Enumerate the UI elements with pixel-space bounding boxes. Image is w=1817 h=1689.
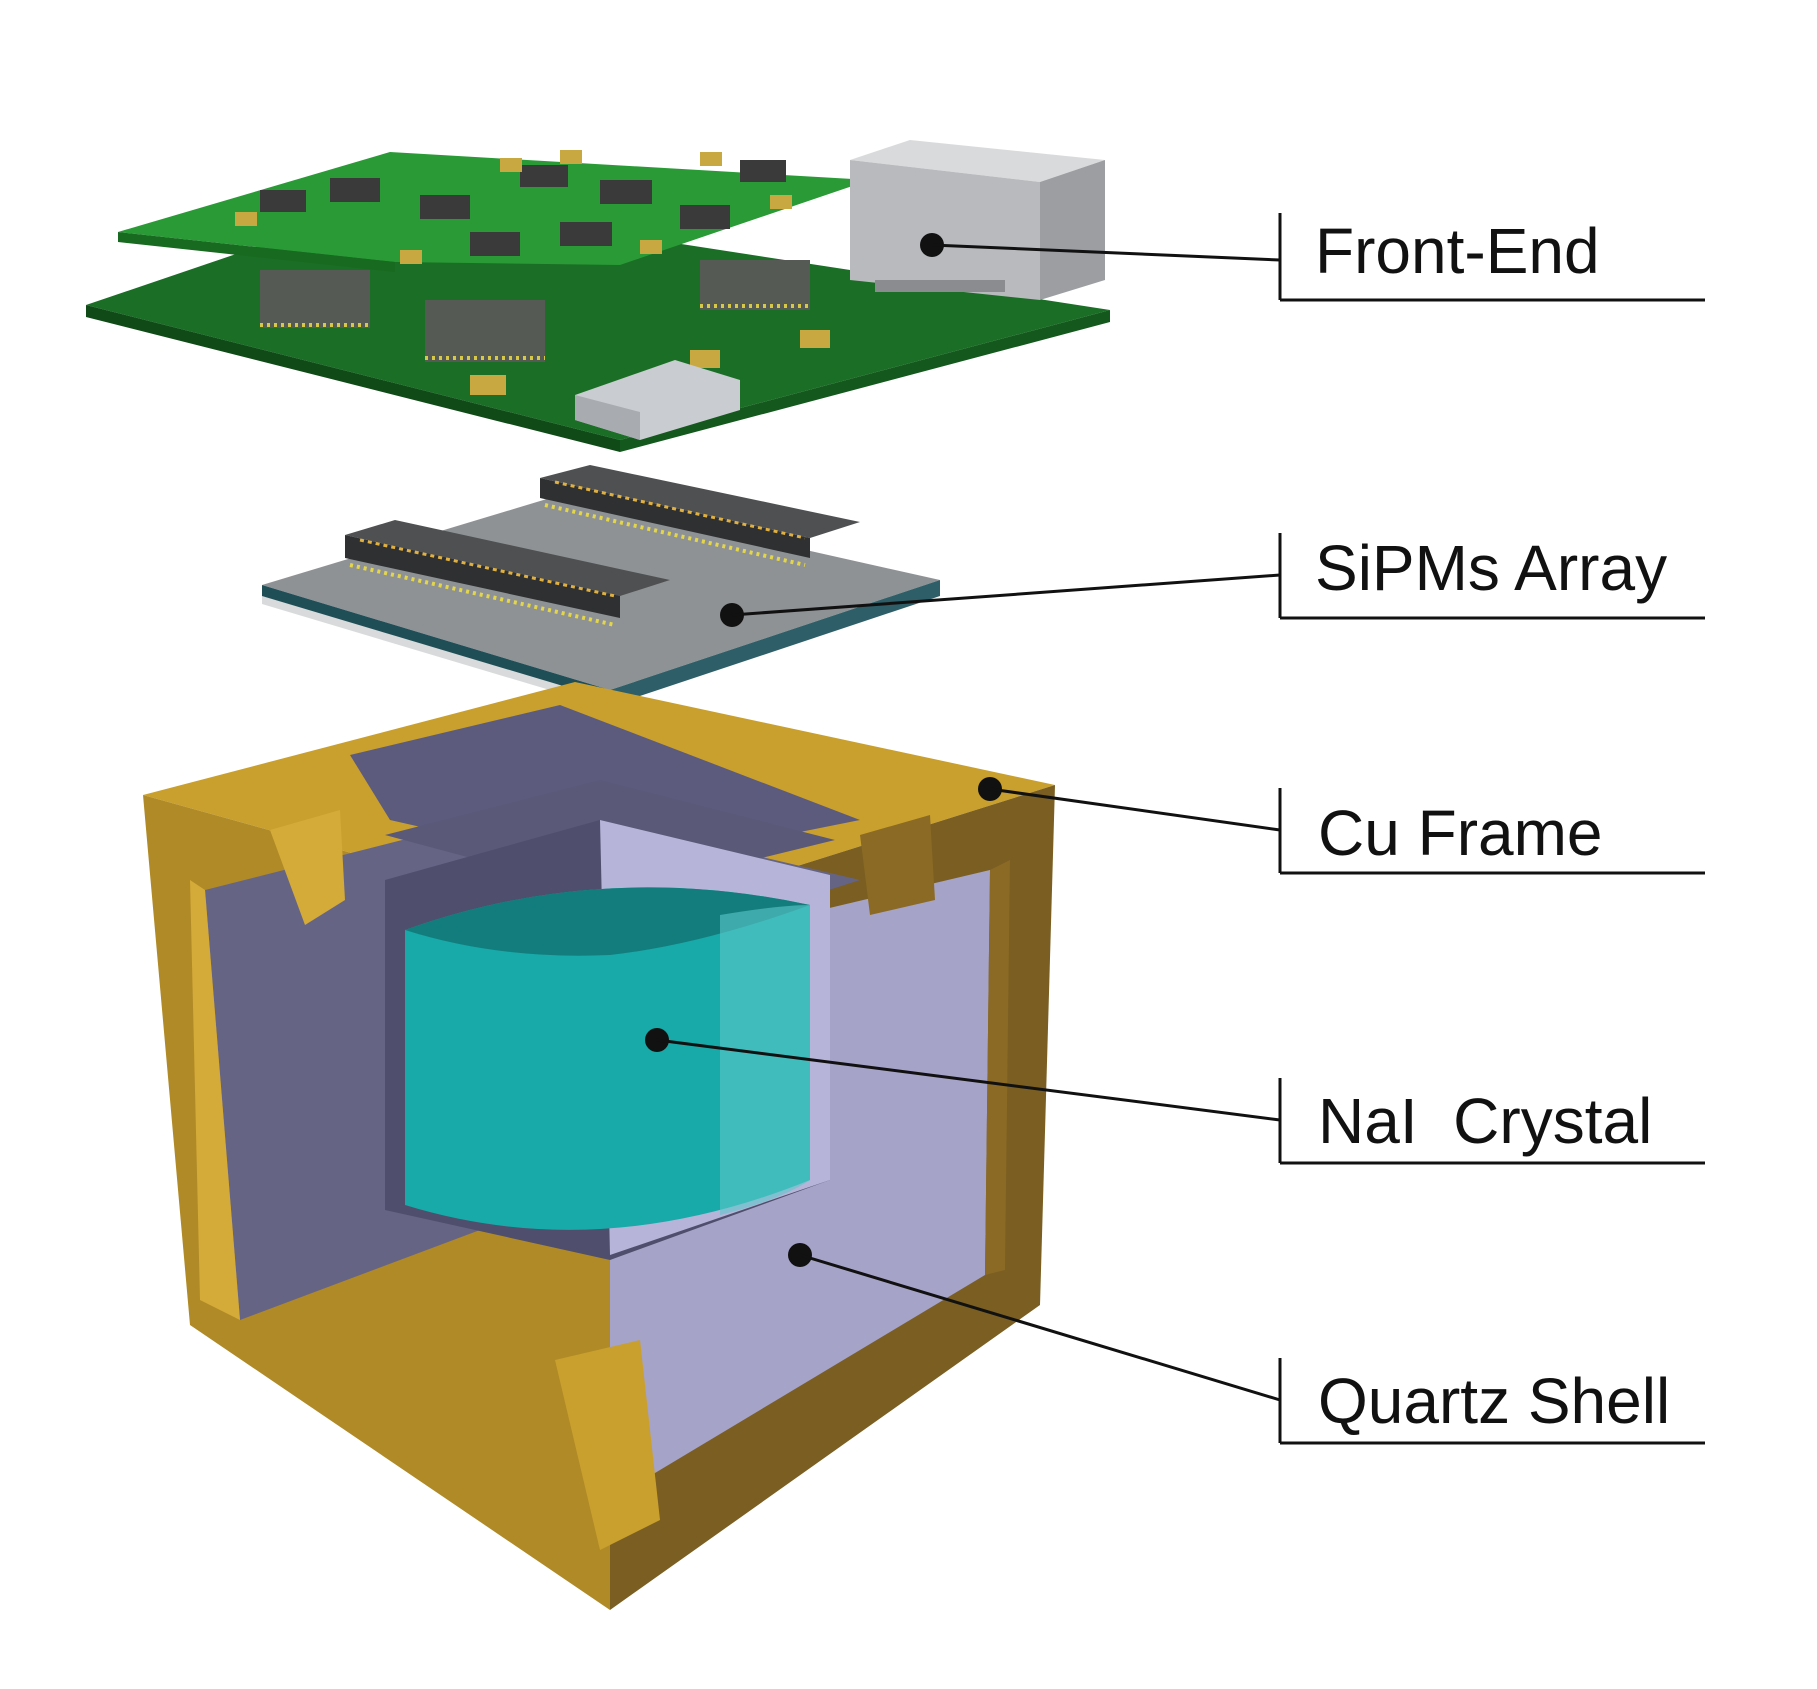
label-quartz-shell: Quartz Shell <box>1318 1365 1670 1437</box>
pcb-components <box>235 150 830 440</box>
detector-housing <box>143 682 1055 1610</box>
sipm-array <box>262 465 940 708</box>
label-front-end: Front-End <box>1315 215 1600 287</box>
nai-crystal <box>405 887 810 1230</box>
sipm-connectors <box>345 465 860 627</box>
callouts <box>645 213 1705 1445</box>
label-sipms-array: SiPMs Array <box>1315 532 1667 604</box>
label-nai-crystal: NaI Crystal <box>1318 1085 1652 1157</box>
metal-connector <box>850 140 1105 300</box>
label-cu-frame: Cu Frame <box>1318 797 1603 869</box>
front-end-pcb <box>86 140 1110 452</box>
labels: Front-End SiPMs Array Cu Frame NaI Cryst… <box>1315 215 1670 1437</box>
